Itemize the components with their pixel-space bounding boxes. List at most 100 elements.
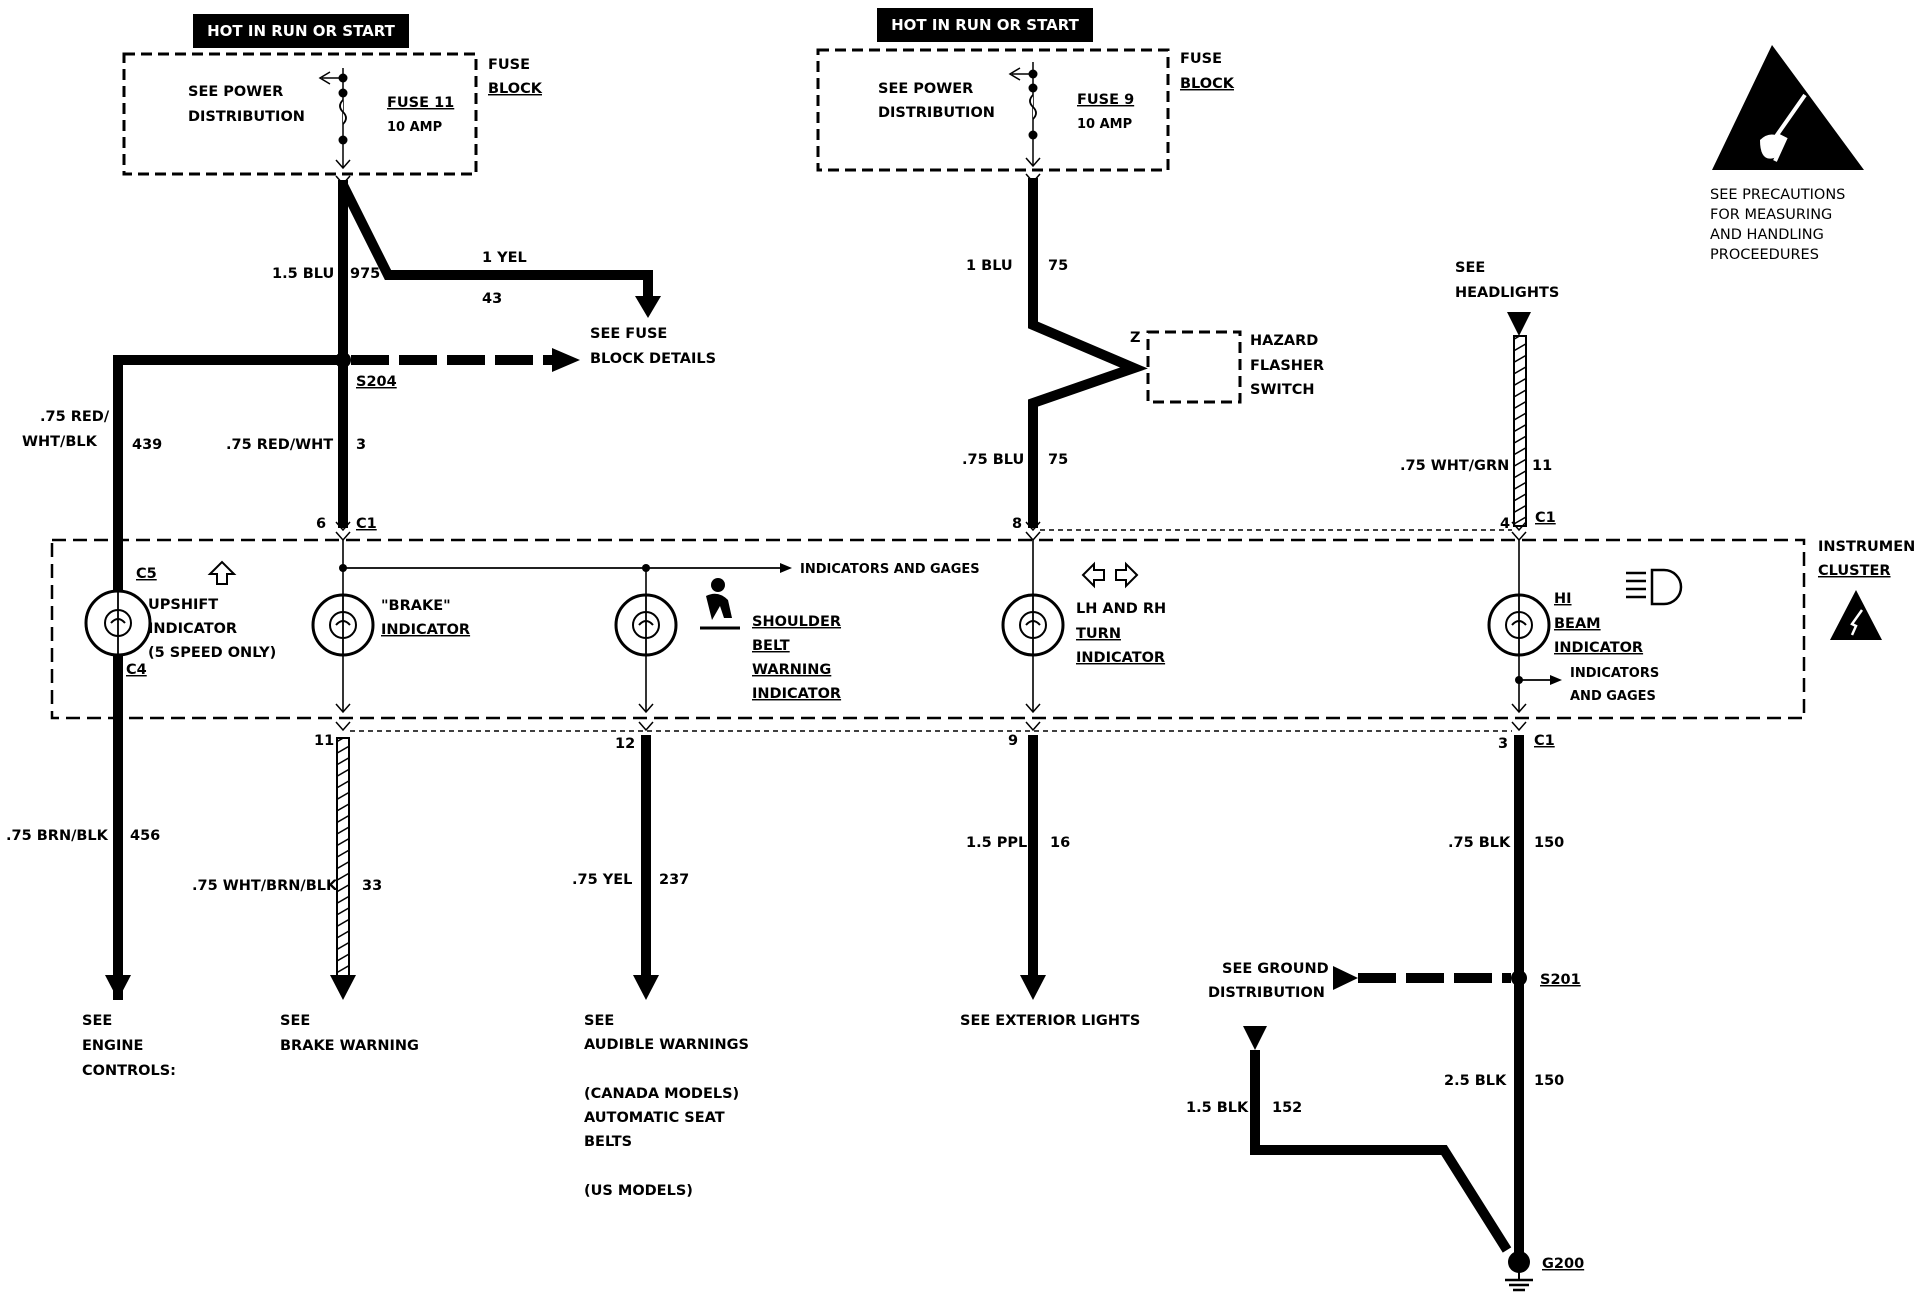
svg-text:456: 456 [130,828,160,844]
svg-text:11: 11 [1532,458,1552,474]
svg-text:1.5 BLU: 1.5 BLU [272,266,334,282]
splice-s201: S201 [1511,970,1581,988]
wire-456: .75 BRN/BLK 456 [6,828,160,1000]
svg-text:975: 975 [350,266,380,282]
svg-text:BEAM: BEAM [1554,616,1601,632]
wire-16: 1.5 PPL 16 [966,735,1070,1000]
svg-text:BLOCK: BLOCK [1180,76,1235,92]
svg-text:FLASHER: FLASHER [1250,358,1324,374]
svg-text:439: 439 [132,437,162,453]
svg-text:INDICATORS: INDICATORS [1570,666,1659,681]
fuse-block-right: SEE POWER DISTRIBUTION FUSE 9 10 AMP FUS… [816,48,1235,172]
svg-text:HEADLIGHTS: HEADLIGHTS [1455,285,1559,301]
ref-exterior-lights: SEE EXTERIOR LIGHTS [960,1013,1140,1029]
svg-text:HOT IN RUN OR START: HOT IN RUN OR START [891,16,1080,34]
svg-text:AUDIBLE WARNINGS: AUDIBLE WARNINGS [584,1037,749,1053]
svg-text:SEE GROUND: SEE GROUND [1222,961,1329,977]
svg-text:C4: C4 [126,662,147,678]
turn-indicator: LH AND RH TURN INDICATOR [1001,540,1166,714]
svg-text:152: 152 [1272,1100,1302,1116]
esd-note: SEE PRECAUTIONS FOR MEASURING AND HANDLI… [1710,187,1845,263]
fuse-block-left: SEE POWER DISTRIBUTION FUSE 11 10 AMP FU… [122,52,543,176]
svg-text:2.5 BLK: 2.5 BLK [1444,1073,1507,1089]
indicators-and-gages-bus: INDICATORS AND GAGES INDICATORS AND GAGE… [339,562,1659,704]
svg-text:SEE: SEE [1455,260,1485,276]
wire-11: .75 WHT/GRN 11 [1400,335,1552,527]
svg-text:1.5 PPL: 1.5 PPL [966,835,1027,851]
svg-text:INDICATOR: INDICATOR [148,621,237,637]
svg-text:UPSHIFT: UPSHIFT [148,597,218,613]
svg-text:FUSE: FUSE [488,57,530,73]
brake-indicator: "BRAKE" INDICATOR [311,540,470,714]
svg-text:10 AMP: 10 AMP [387,120,442,135]
svg-text:INDICATORS AND GAGES: INDICATORS AND GAGES [800,562,980,577]
svg-text:G200: G200 [1542,1256,1584,1272]
svg-text:BELTS: BELTS [584,1134,632,1150]
svg-text:INSTRUMENT: INSTRUMENT [1818,539,1914,555]
hot-label-right: HOT IN RUN OR START [877,8,1093,42]
svg-text:10 AMP: 10 AMP [1077,117,1132,132]
svg-text:16: 16 [1050,835,1070,851]
svg-text:SEE POWER: SEE POWER [878,81,973,97]
upshift-arrow-icon [207,560,237,585]
svg-text:AUTOMATIC SEAT: AUTOMATIC SEAT [584,1110,725,1126]
svg-text:S201: S201 [1540,972,1581,988]
wire-75: 1 BLU 75 .75 BLU 75 [962,173,1148,528]
svg-text:SEE: SEE [584,1013,614,1029]
fuse-9-label: FUSE 9 [1077,92,1134,108]
fuse-11-label: FUSE 11 [387,95,454,111]
svg-text:4: 4 [1500,516,1510,532]
hi-beam-indicator: HI BEAM INDICATOR [1487,540,1683,714]
svg-text:SEE POWER: SEE POWER [188,84,283,100]
hot-label-left: HOT IN RUN OR START [193,14,409,48]
svg-text:WHT/BLK: WHT/BLK [22,434,98,450]
svg-text:WARNING: WARNING [752,662,831,678]
svg-text:HAZARD: HAZARD [1250,333,1318,349]
svg-text:AND GAGES: AND GAGES [1570,689,1656,704]
ref-brake-warning: SEE BRAKE WARNING [280,1013,419,1054]
svg-text:9: 9 [1008,733,1018,749]
see-headlights: SEE HEADLIGHTS [1455,260,1559,336]
ref-audible-warnings: SEE AUDIBLE WARNINGS (CANADA MODELS) AUT… [584,1013,749,1199]
headlamp-icon [1626,568,1683,606]
svg-text:.75 BRN/BLK: .75 BRN/BLK [6,828,109,844]
svg-text:ENGINE: ENGINE [82,1038,143,1054]
svg-text:C1: C1 [1535,510,1556,526]
svg-text:(US MODELS): (US MODELS) [584,1183,693,1199]
wire-33: .75 WHT/BRN/BLK 33 [192,737,382,1000]
svg-text:HI: HI [1554,591,1572,607]
svg-text:SEE: SEE [280,1013,310,1029]
svg-text:33: 33 [362,878,382,894]
svg-text:.75 YEL: .75 YEL [572,872,632,888]
svg-text:DISTRIBUTION: DISTRIBUTION [188,109,305,125]
svg-text:SEE PRECAUTIONS: SEE PRECAUTIONS [1710,187,1845,203]
svg-text:FOR MEASURING: FOR MEASURING [1710,207,1832,223]
svg-text:DISTRIBUTION: DISTRIBUTION [1208,985,1325,1001]
svg-text:BLOCK: BLOCK [488,81,543,97]
svg-text:SEE EXTERIOR LIGHTS: SEE EXTERIOR LIGHTS [960,1013,1140,1029]
svg-text:150: 150 [1534,835,1564,851]
svg-text:(5 SPEED ONLY): (5 SPEED ONLY) [148,645,276,661]
wire-3: .75 RED/WHT 3 [226,360,366,528]
svg-text:(CANADA MODELS): (CANADA MODELS) [584,1086,739,1102]
svg-text:.75 RED/: .75 RED/ [40,409,110,425]
ref-engine-controls: SEE ENGINE CONTROLS: [82,1013,176,1079]
svg-text:CLUSTER: CLUSTER [1818,563,1891,579]
svg-text:.75 WHT/GRN: .75 WHT/GRN [1400,458,1509,474]
svg-text:HOT IN RUN OR START: HOT IN RUN OR START [207,22,396,40]
svg-text:S204: S204 [356,374,397,390]
shoulder-belt-warning-indicator: SHOULDER BELT WARNING INDICATOR [614,568,841,714]
svg-text:11: 11 [314,733,334,749]
instrument-cluster: INSTRUMENT CLUSTER [50,538,1914,720]
connector-c1-bottom: 11 12 9 3 C1 [314,721,1555,752]
svg-text:INDICATOR: INDICATOR [381,622,470,638]
wire-150: .75 BLK 150 2.5 BLK 150 [1444,735,1564,1262]
svg-text:INDICATOR: INDICATOR [752,686,841,702]
svg-text:SEE: SEE [82,1013,112,1029]
svg-text:8: 8 [1012,516,1022,532]
svg-text:75: 75 [1048,452,1068,468]
wire-439: .75 RED/ WHT/BLK 439 [22,355,343,538]
wire-152: 1.5 BLK 152 [1186,1026,1512,1253]
svg-text:237: 237 [659,872,689,888]
svg-text:.75 WHT/BRN/BLK: .75 WHT/BRN/BLK [192,878,338,894]
